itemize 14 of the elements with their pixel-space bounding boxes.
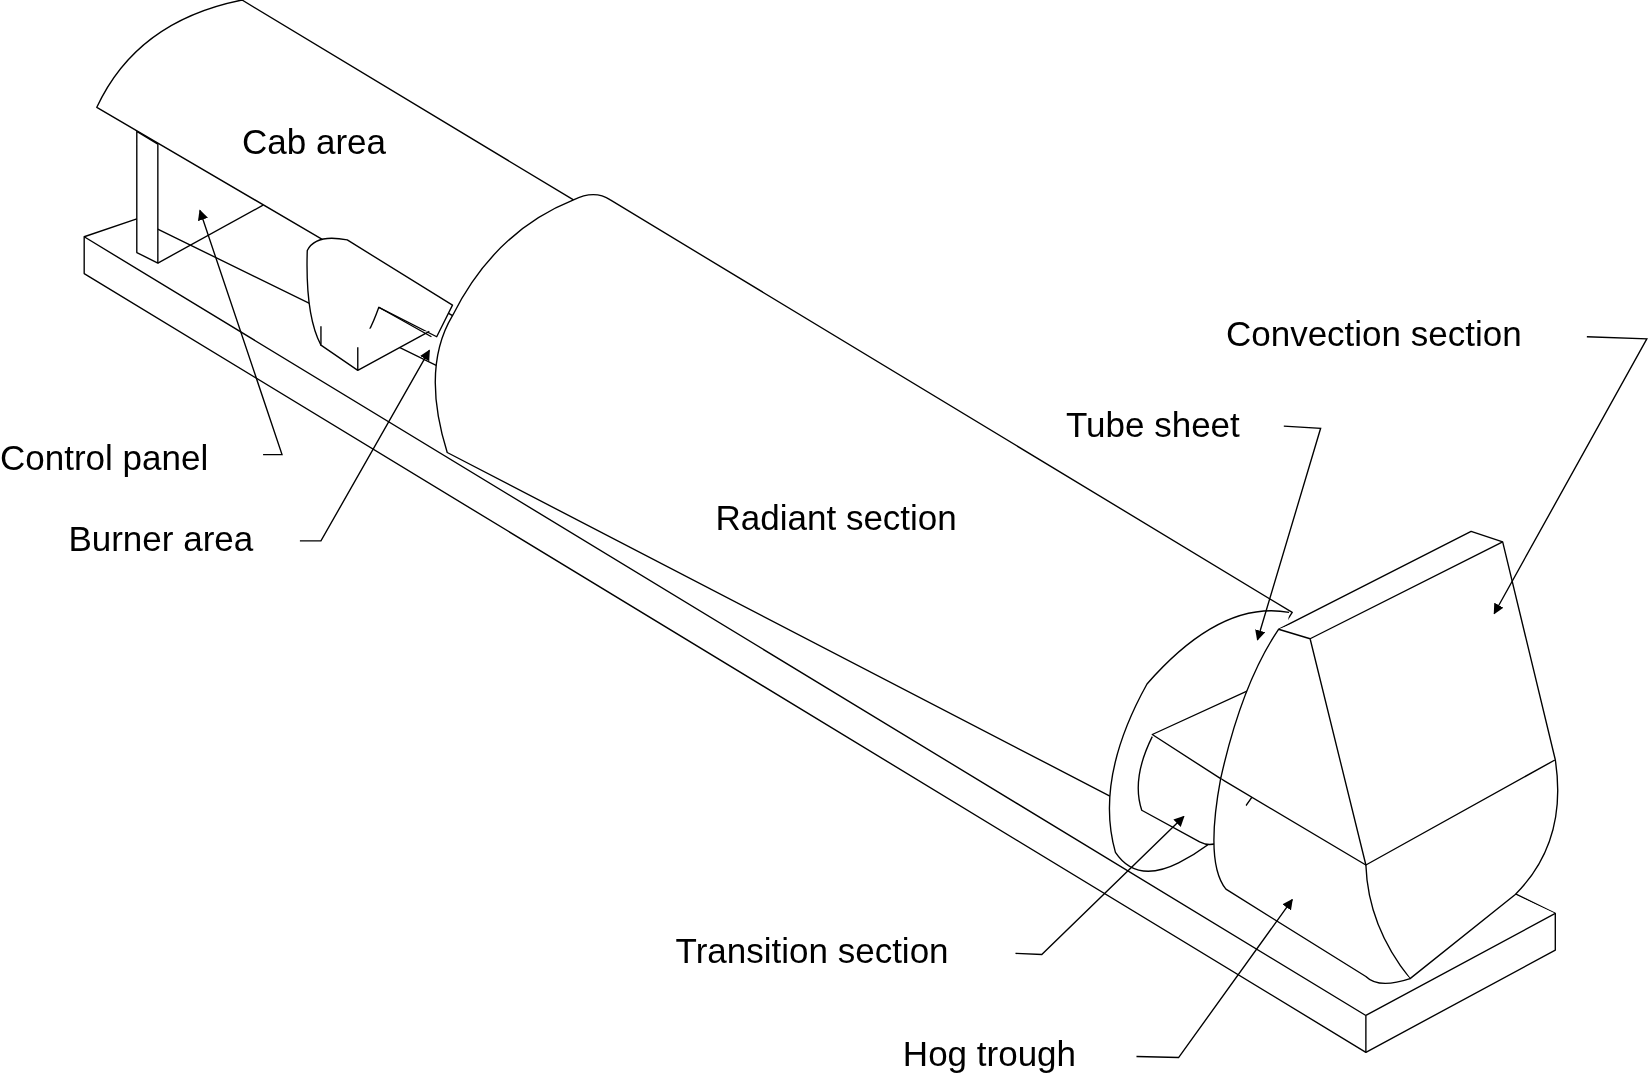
leader-line [1014,815,1185,956]
leader-line [1135,898,1293,1059]
callout-label: Hog trough [902,1034,1077,1075]
leader-line [1255,425,1322,641]
callout-label: Tube sheet [1065,405,1240,446]
callout-label: Control panel [0,437,209,478]
leader-line [1493,336,1648,615]
leader-line [197,209,283,456]
leader-line [299,349,431,542]
callout-label: Convection section [1225,313,1522,354]
callout-label: Transition section [675,931,949,972]
callout-label: Burner area [68,518,254,559]
part-label: Cab area [242,122,386,163]
part-label: Radiant section [715,497,957,538]
